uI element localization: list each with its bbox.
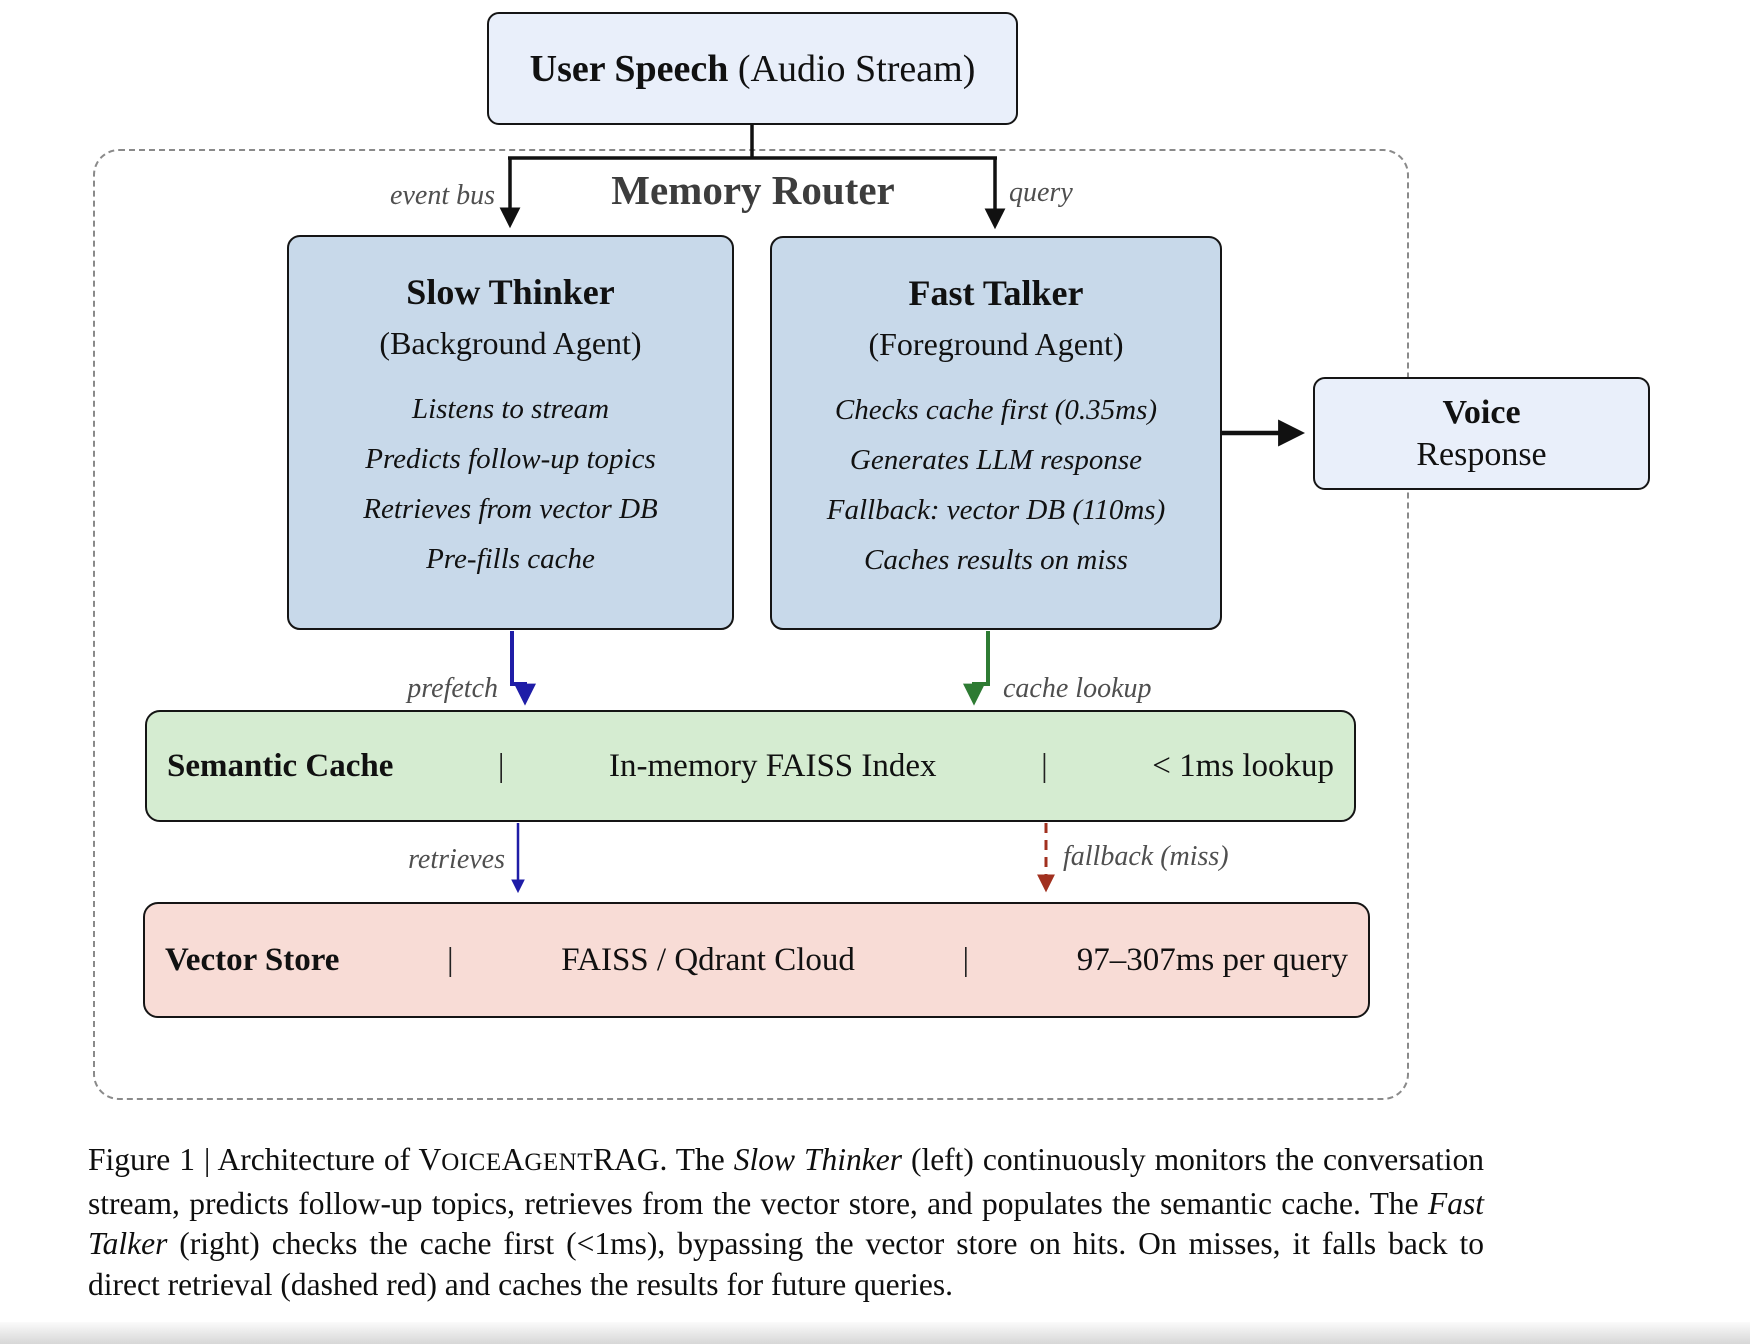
semantic-cache-latency: < 1ms lookup <box>1152 747 1334 784</box>
fallback-miss-label: fallback (miss) <box>1063 841 1229 872</box>
user-speech-bold: User Speech <box>529 47 729 90</box>
brand-part: OICE <box>441 1149 502 1176</box>
voice-response-line2: Response <box>1416 435 1547 473</box>
user-speech-label: User Speech (Audio Stream) <box>530 47 976 91</box>
separator-bar: | <box>1041 747 1048 784</box>
vector-store-box: Vector Store | FAISS / Qdrant Cloud | 97… <box>143 902 1370 1018</box>
cache-lookup-label: cache lookup <box>1003 673 1152 704</box>
slow-thinker-lines: Listens to stream Predicts follow-up top… <box>363 384 657 584</box>
caption-text: (left) continuously monitors the convers… <box>88 1142 1484 1221</box>
caption-text: Figure 1 | Architecture of <box>88 1142 419 1177</box>
caption-slow-thinker-italic: Slow Thinker <box>733 1142 902 1177</box>
vector-store-middle: FAISS / Qdrant Cloud <box>561 941 855 978</box>
figure-caption: Figure 1 | Architecture of VOICEAGENTRAG… <box>88 1140 1484 1305</box>
separator-bar: | <box>962 941 970 978</box>
slow-thinker-line: Listens to stream <box>411 393 610 425</box>
brand-part: RAG <box>593 1142 660 1177</box>
query-label: query <box>1009 177 1073 208</box>
brand-part: GENT <box>524 1149 593 1176</box>
slow-thinker-line: Pre-fills cache <box>426 543 595 575</box>
vector-store-latency: 97–307ms per query <box>1076 941 1348 978</box>
fast-talker-line: Checks cache first (0.35ms) <box>834 394 1158 426</box>
brand-part: A <box>501 1142 525 1177</box>
semantic-cache-middle: In-memory FAISS Index <box>609 747 937 784</box>
slow-thinker-title: Slow Thinker <box>406 272 615 312</box>
slow-thinker-subtitle: (Background Agent) <box>379 325 642 361</box>
fast-talker-line: Generates LLM response <box>849 444 1143 476</box>
event-bus-label: event bus <box>390 180 495 211</box>
memory-router-title: Memory Router <box>611 167 895 213</box>
vector-store-title: Vector Store <box>165 941 340 978</box>
voice-response-line1: Voice <box>1442 393 1521 431</box>
fast-talker-title: Fast Talker <box>908 273 1084 313</box>
caption-text: . The <box>659 1142 734 1177</box>
window-bottom-strip <box>0 1322 1750 1344</box>
caption-fast-talker-italic: Fast Talker <box>88 1185 1484 1262</box>
user-speech-box: User Speech (Audio Stream) <box>487 12 1018 125</box>
voice-response-box: Voice Response <box>1313 377 1650 490</box>
fast-talker-box: Fast Talker (Foreground Agent) Checks ca… <box>770 236 1222 630</box>
slow-thinker-line: Predicts follow-up topics <box>365 443 656 475</box>
semantic-cache-title: Semantic Cache <box>167 747 394 784</box>
retrieves-label: retrieves <box>408 844 505 875</box>
brand-voiceagentrag: VOICEAGENTRAG <box>419 1142 660 1177</box>
separator-bar: | <box>447 941 454 978</box>
prefetch-label: prefetch <box>407 673 498 704</box>
caption-text: (right) checks the cache first (<1ms), b… <box>88 1226 1484 1302</box>
semantic-cache-box: Semantic Cache | In-memory FAISS Index |… <box>145 710 1356 822</box>
slow-thinker-box: Slow Thinker (Background Agent) Listens … <box>287 235 734 630</box>
fast-talker-line: Fallback: vector DB (110ms) <box>826 494 1166 526</box>
separator-bar: | <box>497 747 505 784</box>
slow-thinker-line: Retrieves from vector DB <box>363 493 658 525</box>
brand-part: V <box>418 1142 442 1177</box>
fast-talker-subtitle: (Foreground Agent) <box>868 326 1124 362</box>
fast-talker-lines: Checks cache first (0.35ms) Generates LL… <box>827 385 1165 585</box>
user-speech-normal: (Audio Stream) <box>728 47 976 90</box>
fast-talker-line: Caches results on miss <box>864 544 1128 576</box>
